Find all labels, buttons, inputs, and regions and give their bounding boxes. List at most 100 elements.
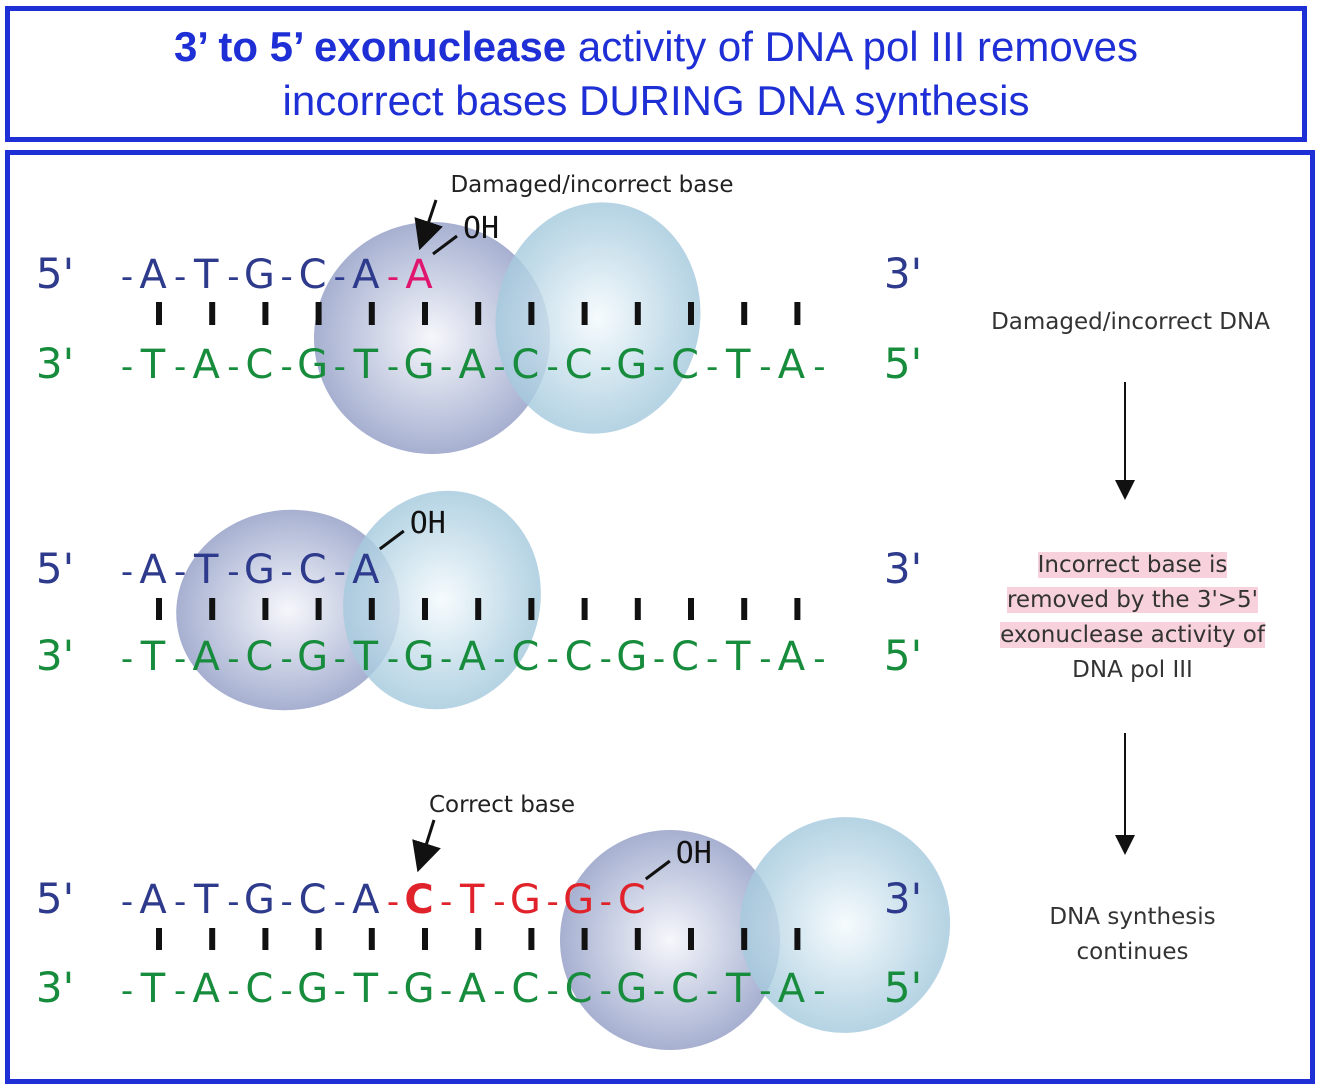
backbone-dash: - [227,971,239,1011]
oh-bond [432,234,458,256]
backbone-dash: - [227,639,239,679]
bottom-strand-base: C [245,342,273,388]
top-strand-base: T [193,547,219,593]
bottom-strand-base: A [459,634,487,680]
polymerase-blobs [176,202,951,1050]
backbone-dash: - [174,639,186,679]
top-strand-base: G [563,877,594,923]
backbone-dash: - [546,971,558,1011]
backbone-dash: - [600,639,612,679]
top-strand-base: A [352,252,380,298]
bottom-strand-base: T [725,634,751,680]
bottom-strand-base: C [565,634,593,680]
bottom-strand-base: T [353,966,379,1012]
bottom-strand-base: G [616,966,647,1012]
correct-base-annotation: Correct base [429,792,575,818]
backbone-dash: - [174,552,186,592]
backbone-dash: - [387,882,399,922]
exonuclease-domain-blob [314,222,550,454]
backbone-dash: - [387,257,399,297]
backbone-dash: - [334,257,346,297]
bottom-strand-base: C [511,342,539,388]
bottom-strand-base: G [297,966,328,1012]
title-box: 3’ to 5’ exonuclease activity of DNA pol… [5,6,1307,142]
bottom-strand-base: C [565,966,593,1012]
polymerase-domain-blob [495,202,701,434]
backbone-dash: - [387,347,399,387]
top-strand-base: G [244,877,275,923]
top-strand-base: A [139,547,167,593]
top-strand-base: A [405,252,433,298]
top-strand-base: A [139,252,167,298]
bottom-strand-base: G [297,634,328,680]
title-line-2: incorrect bases DURING DNA synthesis [282,77,1030,124]
top-strand-base: T [193,252,219,298]
backbone-dash: - [813,971,825,1011]
backbone-dash: - [813,347,825,387]
backbone-dash: - [174,882,186,922]
bottom-strand-base: C [511,966,539,1012]
top-strand-base: C [299,252,327,298]
top-strand-base: A [352,877,380,923]
backbone-dash: - [280,257,292,297]
backbone-dash: - [440,347,452,387]
bottom-strand-base: C [671,634,699,680]
bottom-strand-base: T [725,342,751,388]
five-prime-label: 5' [884,339,922,388]
backbone-dash: - [334,882,346,922]
bottom-strand-base: A [193,342,221,388]
top-strand-base: C [618,877,646,923]
backbone-dash: - [653,347,665,387]
bottom-strand-base: T [140,342,166,388]
exonuclease-domain-blob [176,509,400,711]
backbone-dash: - [759,347,771,387]
backbone-dash: - [493,971,505,1011]
backbone-dash: - [546,347,558,387]
top-strand-base: C [404,877,433,923]
backbone-dash: - [121,882,133,922]
oh-bond [378,529,405,551]
bottom-strand-base: C [245,966,273,1012]
title-line-1: 3’ to 5’ exonuclease activity of DNA pol… [10,20,1302,74]
bottom-strand-base: G [616,342,647,388]
backbone-dash: - [759,639,771,679]
bottom-strand-base: C [511,634,539,680]
bottom-strand-base: G [404,634,435,680]
backbone-dash: - [334,639,346,679]
backbone-dash: - [280,552,292,592]
backbone-dash: - [334,552,346,592]
five-prime-label: 5' [36,874,74,923]
step2-line-2: removed by the 3'>5' [1006,587,1258,613]
step2-line-4: DNA pol III [1072,657,1193,683]
step2-line-1: Incorrect base is [1037,552,1228,578]
oh-bond [644,859,671,881]
bottom-strand-base: A [778,342,806,388]
backbone-dash: - [546,639,558,679]
backbone-dash: - [334,971,346,1011]
top-strand-base: A [139,877,167,923]
bottom-strand-base: C [245,634,273,680]
bottom-strand-base: T [140,966,166,1012]
top-strand-base: G [244,547,275,593]
backbone-dash: - [493,347,505,387]
backbone-dash: - [653,639,665,679]
title-bold: 3’ to 5’ exonuclease [173,23,567,70]
backbone-dash: - [227,257,239,297]
backbone-dash: - [706,347,718,387]
backbone-dash: - [440,639,452,679]
three-prime-label: 3' [884,874,922,923]
bottom-strand-base: C [671,966,699,1012]
step1-label: Damaged/incorrect DNA [991,309,1270,335]
backbone-dash: - [174,971,186,1011]
step2-line-3: exonuclease activity of [1000,622,1265,648]
backbone-dash: - [121,257,133,297]
backbone-dash: - [334,347,346,387]
backbone-dash: - [121,639,133,679]
backbone-dash: - [387,971,399,1011]
top-strand-base: T [459,877,485,923]
bottom-strand-base: A [193,966,221,1012]
bottom-strand-base: T [353,342,379,388]
hydroxyl-label: OH [410,506,446,541]
backbone-dash: - [440,882,452,922]
